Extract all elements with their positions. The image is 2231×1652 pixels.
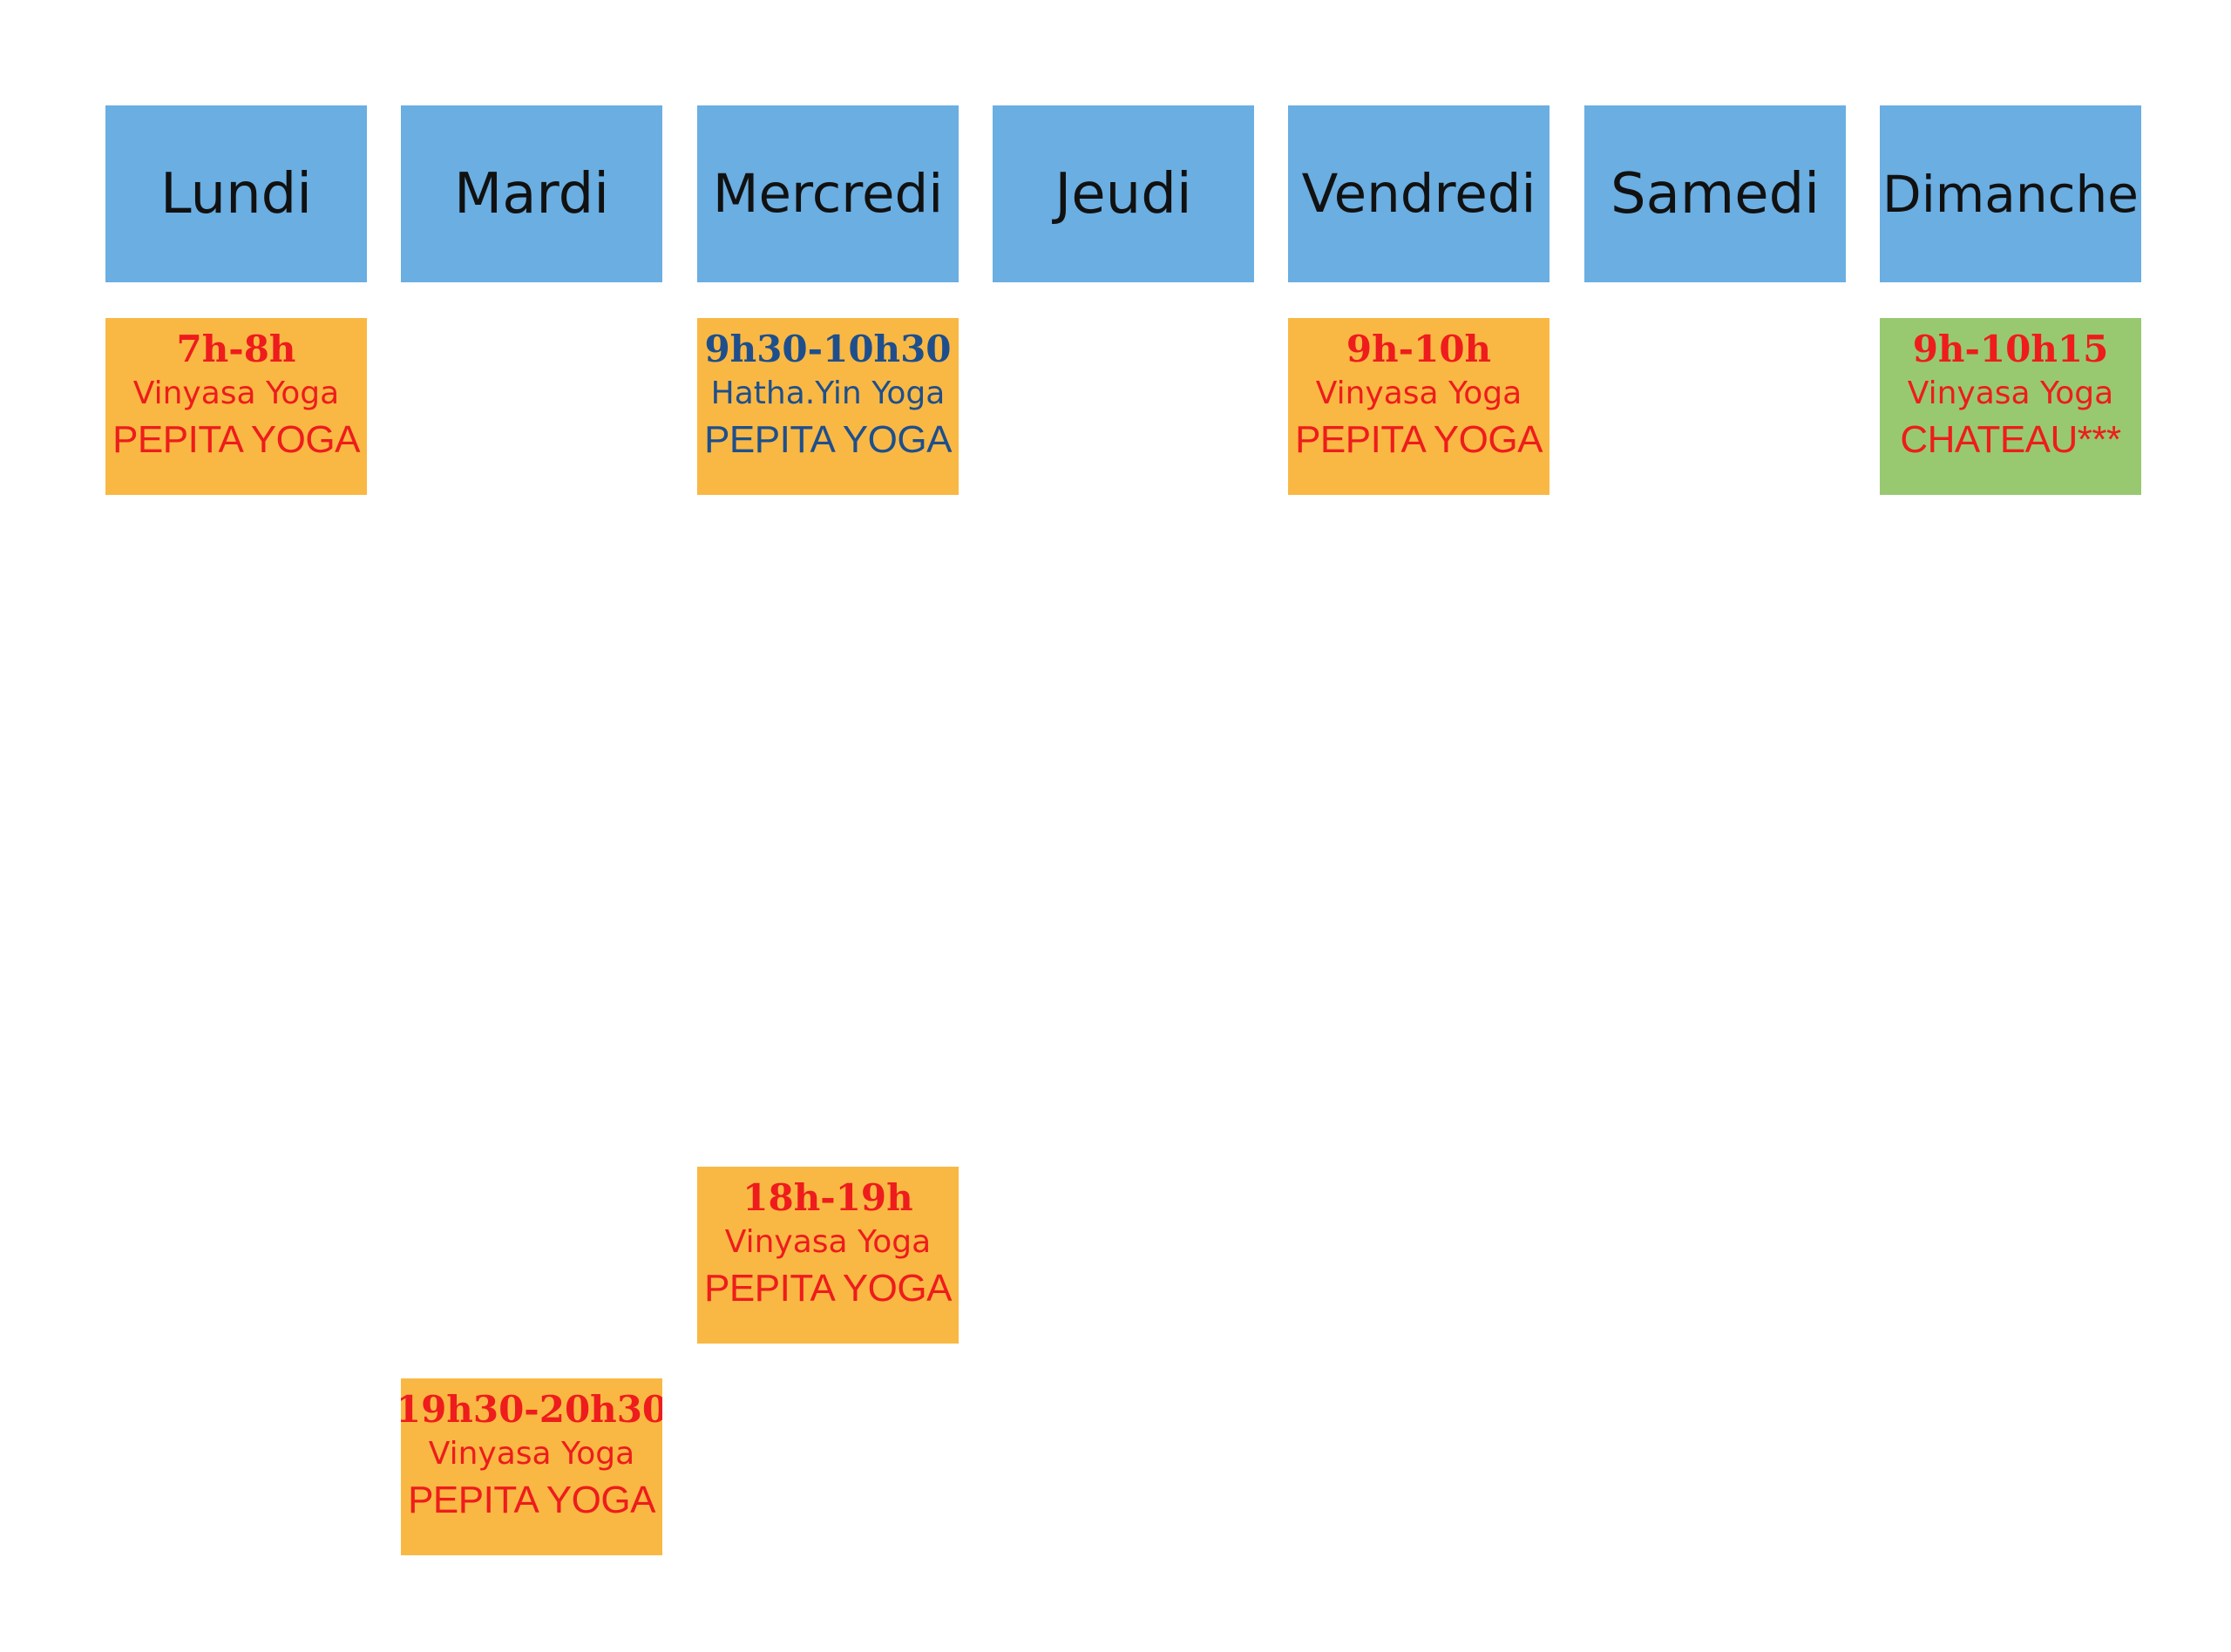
session-place: PEPITA YOGA: [704, 418, 952, 461]
day-label: Vendredi: [1301, 163, 1536, 225]
session-place: CHATEAU***: [1900, 418, 2121, 461]
day-label: Mardi: [453, 161, 610, 227]
session-card-dimanche-morning[interactable]: 9h-10h15 Vinyasa Yoga CHATEAU***: [1880, 318, 2141, 495]
session-place: PEPITA YOGA: [408, 1479, 655, 1521]
day-label: Jeudi: [1054, 161, 1192, 227]
session-time: 9h-10h: [1346, 328, 1492, 370]
session-style: Hatha.Yin Yoga: [710, 376, 946, 411]
day-label: Samedi: [1611, 161, 1820, 227]
session-place: PEPITA YOGA: [1295, 418, 1543, 461]
day-header-vendredi: Vendredi: [1288, 105, 1549, 282]
session-place: PEPITA YOGA: [112, 418, 360, 461]
session-time: 9h30-10h30: [704, 328, 952, 370]
day-label: Lundi: [159, 161, 313, 227]
day-header-mardi: Mardi: [401, 105, 662, 282]
session-card-lundi-morning[interactable]: 7h-8h Vinyasa Yoga PEPITA YOGA: [105, 318, 367, 495]
session-card-vendredi-morning[interactable]: 9h-10h Vinyasa Yoga PEPITA YOGA: [1288, 318, 1549, 495]
session-style: Vinyasa Yoga: [132, 376, 340, 411]
day-header-samedi: Samedi: [1584, 105, 1846, 282]
day-label: Dimanche: [1882, 164, 2139, 224]
session-card-mardi-evening[interactable]: 19h30-20h30 Vinyasa Yoga PEPITA YOGA: [401, 1378, 662, 1555]
session-time: 19h30-20h30: [401, 1388, 662, 1431]
session-place: PEPITA YOGA: [704, 1267, 952, 1310]
day-label: Mercredi: [712, 163, 944, 225]
day-header-lundi: Lundi: [105, 105, 367, 282]
session-time: 18h-19h: [743, 1176, 913, 1219]
session-style: Vinyasa Yoga: [1907, 376, 2114, 411]
session-style: Vinyasa Yoga: [1315, 376, 1522, 411]
day-header-dimanche: Dimanche: [1880, 105, 2141, 282]
session-card-mercredi-morning[interactable]: 9h30-10h30 Hatha.Yin Yoga PEPITA YOGA: [697, 318, 959, 495]
day-header-mercredi: Mercredi: [697, 105, 959, 282]
session-card-mercredi-evening[interactable]: 18h-19h Vinyasa Yoga PEPITA YOGA: [697, 1167, 959, 1344]
session-time: 7h-8h: [176, 328, 296, 370]
session-style: Vinyasa Yoga: [428, 1436, 635, 1472]
session-time: 9h-10h15: [1912, 328, 2109, 370]
session-style: Vinyasa Yoga: [724, 1224, 932, 1260]
day-header-jeudi: Jeudi: [993, 105, 1254, 282]
